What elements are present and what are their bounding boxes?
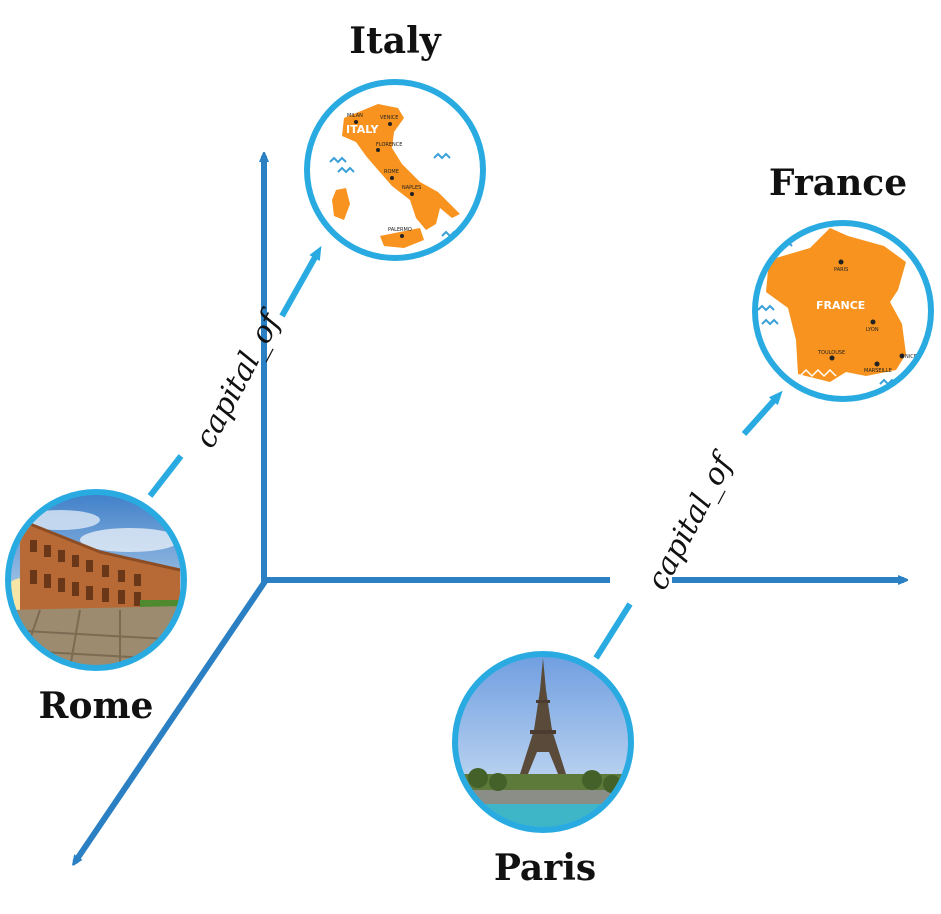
relation-label: capital_of [640, 445, 742, 596]
node-rome: Rome [5, 489, 187, 727]
svg-text:LYON: LYON [866, 327, 879, 333]
axis-diagonal [75, 578, 269, 862]
svg-text:ROME: ROME [384, 169, 399, 175]
node-ring-rome [5, 489, 187, 671]
node-label-italy: Italy [349, 20, 441, 62]
map-country-label-france: FRANCE [816, 299, 865, 312]
svg-text:VENICE: VENICE [380, 115, 398, 121]
france-map-image: FRANCE PARIS LYON TOULOUSE MARSEILLE NIC… [757, 228, 917, 386]
svg-text:MARSEILLE: MARSEILLE [864, 368, 892, 374]
relation-edge-paris-france: capital_of [593, 390, 783, 660]
node-italy: Italy ITALY MILAN VENICE FLORENCE ROME N… [304, 20, 486, 261]
relation-label: capital_of [188, 303, 290, 454]
italy-map-image: ITALY MILAN VENICE FLORENCE ROME NAPLES … [329, 104, 460, 248]
node-label-france: France [769, 162, 907, 204]
node-label-paris: Paris [494, 847, 596, 889]
eiffel-tower-image [455, 654, 631, 830]
svg-text:TOULOUSE: TOULOUSE [817, 350, 845, 356]
svg-text:PARIS: PARIS [834, 267, 848, 273]
svg-text:NICE: NICE [905, 354, 917, 360]
node-ring-france [752, 220, 934, 402]
svg-text:PALERMO: PALERMO [388, 227, 412, 233]
map-country-label-italy: ITALY [346, 123, 380, 136]
node-france: France FRANCE PARIS LYON TOULOUSE MARSEI… [752, 162, 934, 402]
node-label-rome: Rome [39, 685, 154, 727]
node-ring-italy [304, 79, 486, 261]
relation-edge-rome-italy: capital_of [147, 245, 322, 498]
svg-text:NAPLES: NAPLES [402, 185, 421, 191]
colosseum-image [8, 492, 184, 668]
coordinate-axes [75, 156, 904, 862]
node-ring-paris [452, 651, 634, 833]
svg-text:MILAN: MILAN [347, 113, 363, 119]
svg-text:FLORENCE: FLORENCE [376, 142, 402, 148]
node-paris: Paris [452, 651, 634, 889]
